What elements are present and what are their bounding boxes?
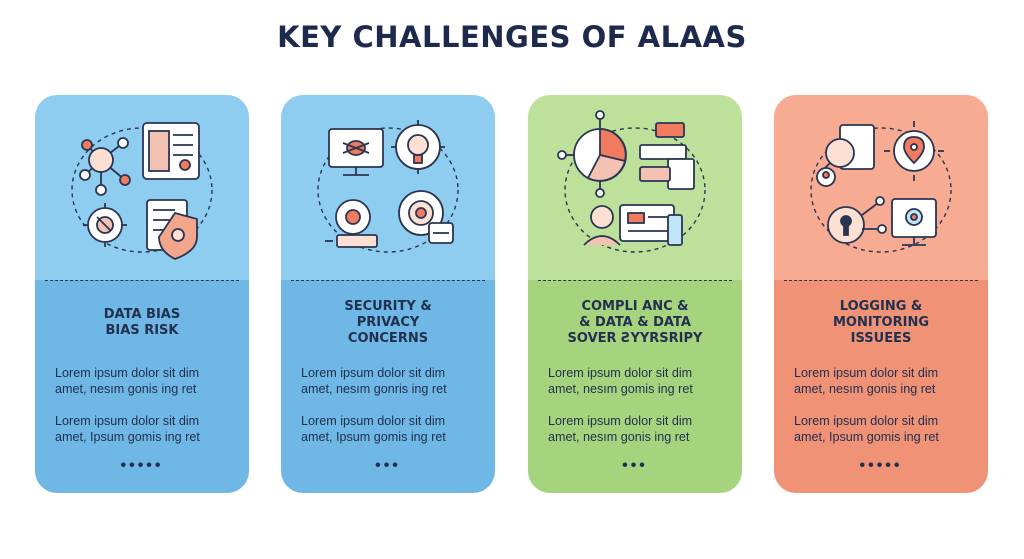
gear-laptop-icon <box>325 199 378 248</box>
heading-line: PRIVACY <box>356 315 420 330</box>
paragraph-line: amet, Ipsum gomis ing ret <box>55 430 200 444</box>
heading-line: MONITORING <box>832 315 930 330</box>
gear-lightbulb-icon <box>391 120 445 174</box>
dashed-divider <box>291 280 485 281</box>
challenge-card-compliance: COMPLI ANC & & DATA & DATA SOVER ƧYYRSRI… <box>528 95 742 493</box>
challenge-card-data-bias: DATA BIAS BIAS RISK Lorem ipsum dolor si… <box>35 95 249 493</box>
card-bottom-panel <box>774 280 988 493</box>
dashed-divider <box>538 280 732 281</box>
card-bottom-panel <box>281 280 495 493</box>
monitor-settings-icon <box>891 198 937 246</box>
card-paragraph-1: Lorem ipsum dolor sit dim amet, nesım go… <box>301 365 481 397</box>
pagination-dots: ••• <box>622 457 648 474</box>
heading-line: SECURITY & <box>344 299 432 314</box>
card-heading: COMPLI ANC & & DATA & DATA SOVER ƧYYRSRI… <box>528 299 742 347</box>
card-paragraph-2: Lorem ipsum dolor sit dim amet, Ipsum go… <box>794 413 974 445</box>
magnifier-profile-icon <box>816 124 875 187</box>
gear-target-icon <box>83 203 127 247</box>
heading-line: BIAS RISK <box>105 323 179 338</box>
page-title: KEY CHALLENGES OF ALAAS <box>277 20 747 54</box>
person-dashboard-icon <box>583 204 683 246</box>
card-top-panel <box>35 95 249 280</box>
card-illustration <box>71 122 213 260</box>
shield-checklist-icon <box>146 199 198 260</box>
pie-chart-network-icon <box>557 110 627 198</box>
pagination-dots: ••••• <box>859 457 903 474</box>
dashed-divider <box>45 280 239 281</box>
heading-line: SOVER ƧYYRSRIPY <box>567 331 703 346</box>
heading-line: LOGGING & <box>839 299 923 314</box>
dashed-divider <box>784 280 978 281</box>
card-bottom-panel <box>35 280 249 493</box>
paragraph-line: Lorem ipsum dolor sit dim <box>548 366 693 380</box>
gear-location-icon <box>884 121 944 181</box>
document-profile-icon <box>142 122 200 180</box>
heading-line: DATA BIAS <box>103 307 181 322</box>
paragraph-line: Lorem ipsum dolor sit dim <box>55 366 200 380</box>
card-heading: SECURITY & PRIVACY CONCERNS <box>281 299 495 347</box>
heading-line: CONCERNS <box>347 331 429 346</box>
card-top-panel <box>528 95 742 280</box>
paragraph-line: Lorem ipsum dolor sit dim <box>55 414 200 428</box>
paragraph-line: amet, nesım gonis ing ret <box>55 382 197 396</box>
card-paragraph-1: Lorem ipsum dolor sit dim amet, nesım go… <box>794 365 974 397</box>
heading-line: ISSUEES <box>850 331 912 346</box>
card-illustration <box>810 121 952 253</box>
card-top-panel <box>774 95 988 280</box>
paragraph-line: amet, nesım gonis ing ret <box>548 430 690 444</box>
card-heading: LOGGING & MONITORING ISSUEES <box>774 299 988 347</box>
paragraph-line: Lorem ipsum dolor sit dim <box>794 366 939 380</box>
card-illustration <box>557 110 706 253</box>
monitor-bug-icon <box>328 128 384 176</box>
chat-documents-icon <box>639 122 695 190</box>
card-top-panel <box>281 95 495 280</box>
card-paragraph-2: Lorem ipsum dolor sit dim amet, Ipsum go… <box>301 413 481 445</box>
paragraph-line: Lorem ipsum dolor sit dim <box>548 414 693 428</box>
card-paragraph-2: Lorem ipsum dolor sit dim amet, Ipsum go… <box>55 413 235 445</box>
heading-line: COMPLI ANC & <box>581 299 689 314</box>
card-paragraph-2: Lorem ipsum dolor sit dim amet, nesım go… <box>548 413 728 445</box>
network-nodes-icon <box>79 137 131 196</box>
paragraph-line: amet, nesım gonris ing ret <box>301 382 447 396</box>
card-paragraph-1: Lorem ipsum dolor sit dim amet, nesım go… <box>55 365 235 397</box>
challenge-card-logging-monitoring: LOGGING & MONITORING ISSUEES Lorem ipsum… <box>774 95 988 493</box>
paragraph-line: amet, Ipsum gomis ing ret <box>301 430 446 444</box>
card-paragraph-1: Lorem ipsum dolor sit dim amet, nesım go… <box>548 365 728 397</box>
gear-target-lock-icon <box>398 190 454 244</box>
paragraph-line: amet, Ipsum gomis ing ret <box>794 430 939 444</box>
paragraph-line: amet, nesım gomis ing ret <box>548 382 693 396</box>
paragraph-line: Lorem ipsum dolor sit dim <box>794 414 939 428</box>
paragraph-line: amet, nesım gonis ing ret <box>794 382 936 396</box>
card-bottom-panel <box>528 280 742 493</box>
card-illustration <box>317 120 459 253</box>
paragraph-line: Lorem ipsum dolor sit dim <box>301 414 446 428</box>
keyhole-network-icon <box>827 196 887 244</box>
heading-line: & DATA & DATA <box>579 315 691 330</box>
paragraph-line: Lorem ipsum dolor sit dim <box>301 366 446 380</box>
challenge-card-security-privacy: SECURITY & PRIVACY CONCERNS Lorem ipsum … <box>281 95 495 493</box>
pagination-dots: ••••• <box>120 457 164 474</box>
card-heading: DATA BIAS BIAS RISK <box>35 307 249 339</box>
pagination-dots: ••• <box>375 457 401 474</box>
